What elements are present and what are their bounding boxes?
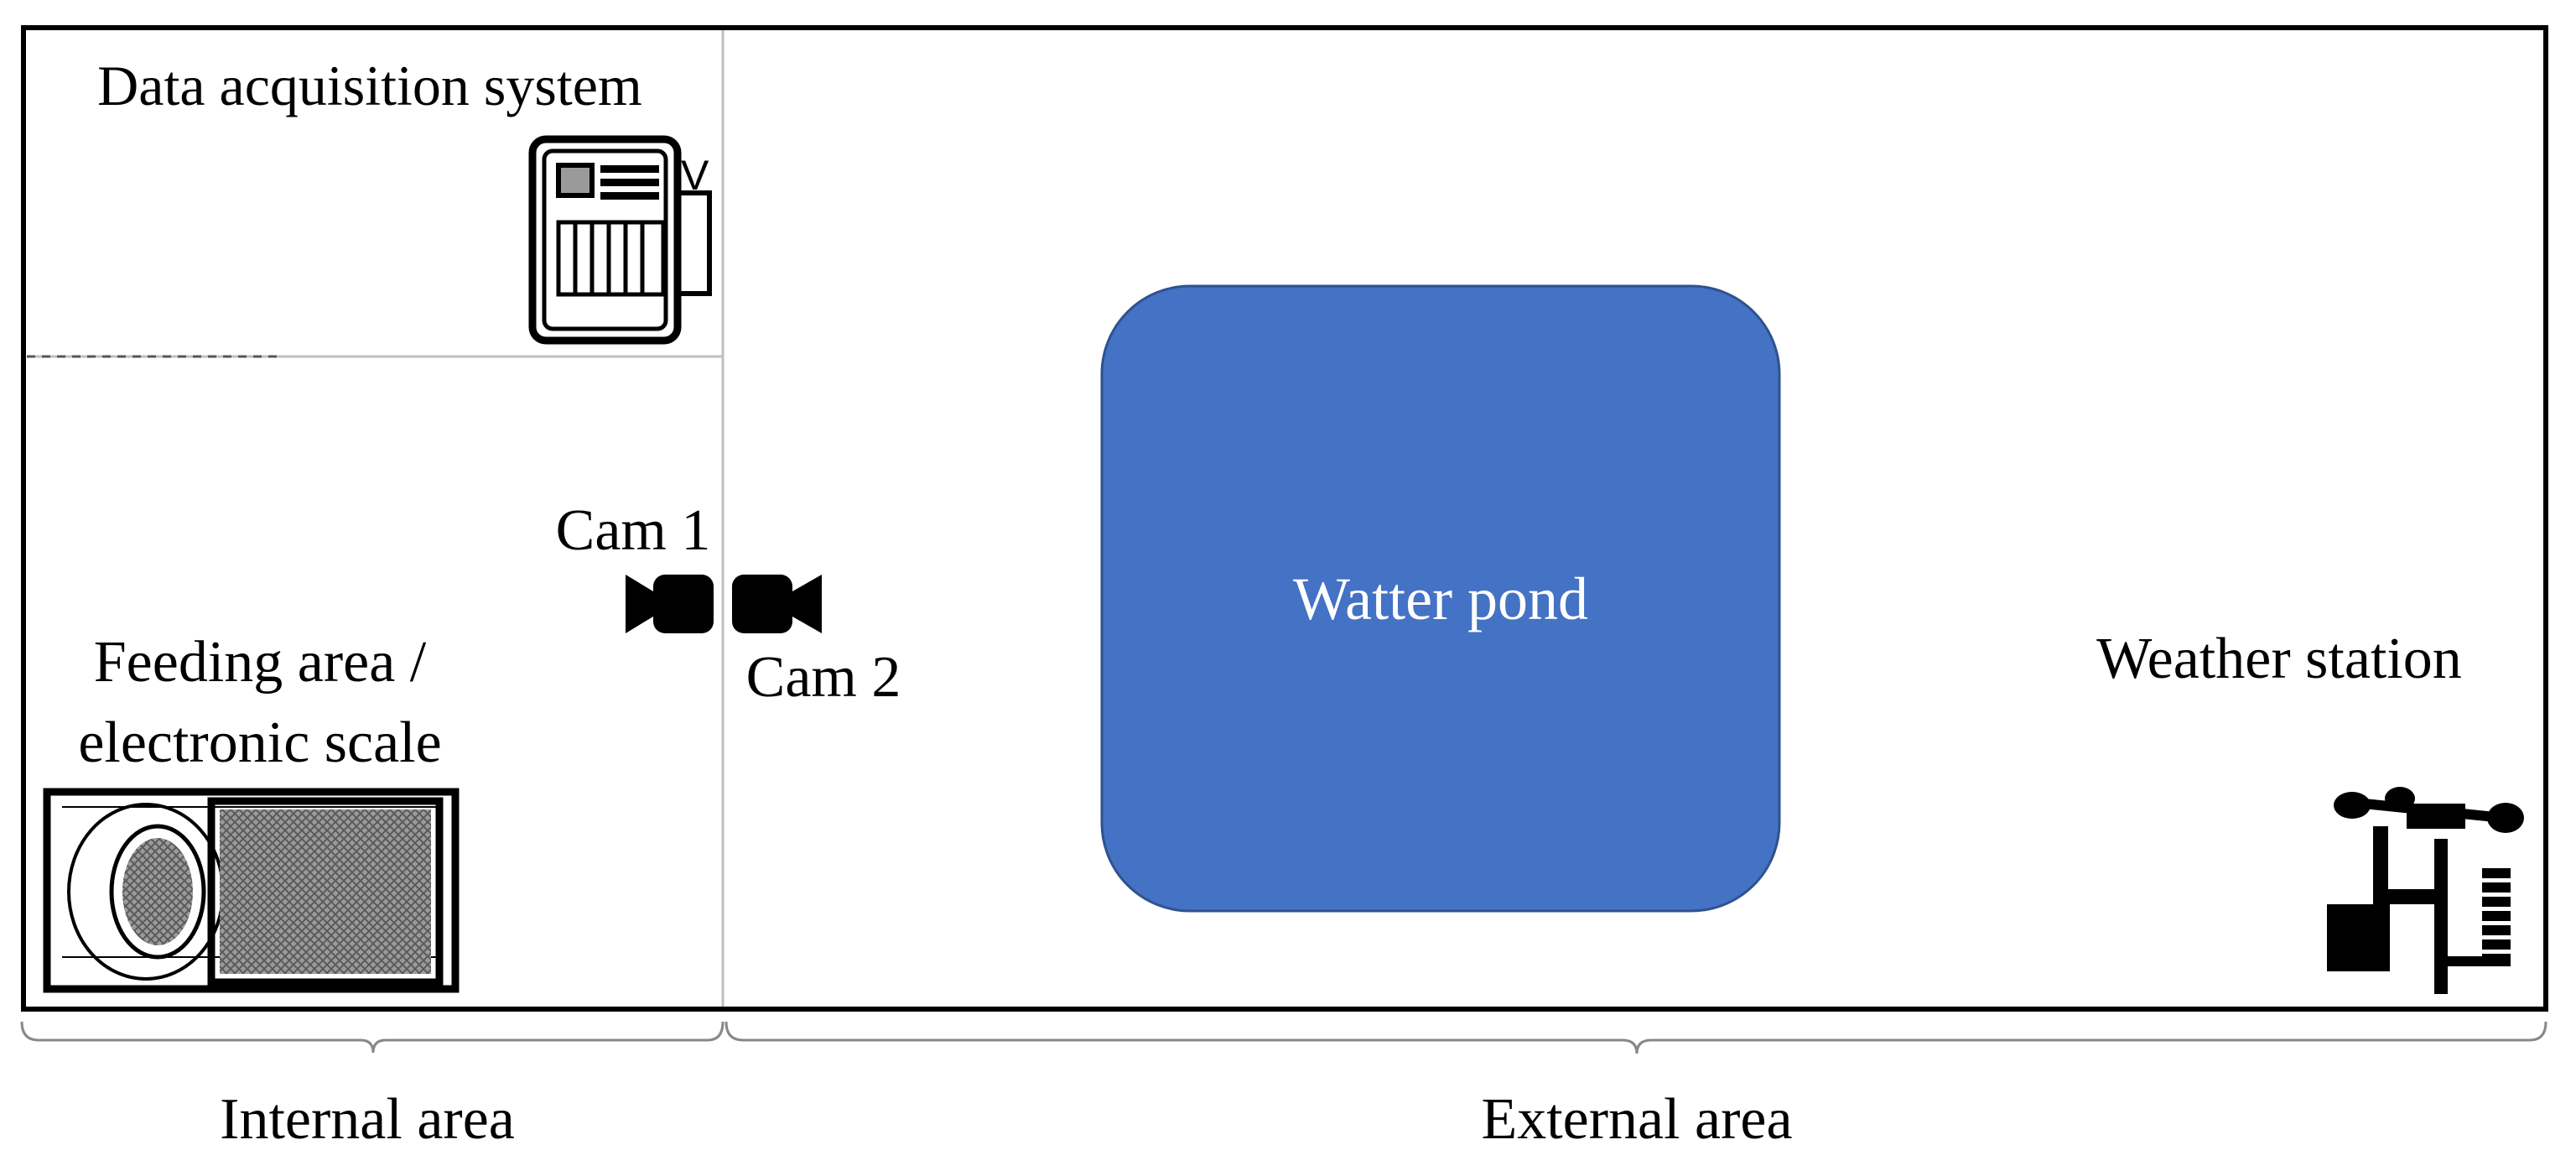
weather-station-label: Weather station: [2096, 627, 2462, 691]
feeding-scale-icon: [43, 788, 460, 993]
cam2-label: Cam 2: [746, 645, 901, 710]
weather-station-icon: [2327, 787, 2524, 994]
enclosure-frame: [21, 25, 2548, 1012]
cam1-label: Cam 1: [556, 498, 711, 563]
data-acquisition-label: Data acquisition system: [97, 54, 642, 117]
internal-area-label: Internal area: [220, 1087, 515, 1152]
external-area-label: External area: [1481, 1087, 1792, 1152]
pond-label: Watter pond: [1293, 565, 1588, 632]
data-logger-icon: V: [528, 135, 712, 345]
internal-area-brace: [20, 1021, 724, 1054]
water-pond: [1100, 284, 1781, 913]
device-letter: V: [681, 152, 709, 199]
external-area-brace: [724, 1021, 2547, 1054]
video-camera-icon: [732, 575, 822, 633]
feeding-label-line1: Feeding area /: [94, 630, 427, 695]
feeding-label-line2: electronic scale: [78, 710, 441, 775]
video-camera-icon: [626, 575, 714, 633]
